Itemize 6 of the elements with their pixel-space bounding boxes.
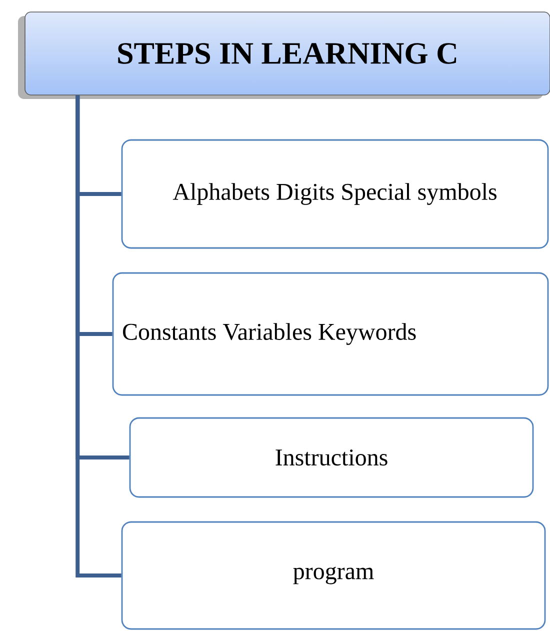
step-box: program <box>121 521 546 630</box>
connector-line <box>76 95 122 578</box>
step-box: Instructions <box>129 417 534 498</box>
step-box: Alphabets Digits Special symbols <box>121 139 549 249</box>
step-box: Constants Variables Keywords <box>112 272 549 396</box>
title-box: STEPS IN LEARNING C <box>18 12 550 99</box>
